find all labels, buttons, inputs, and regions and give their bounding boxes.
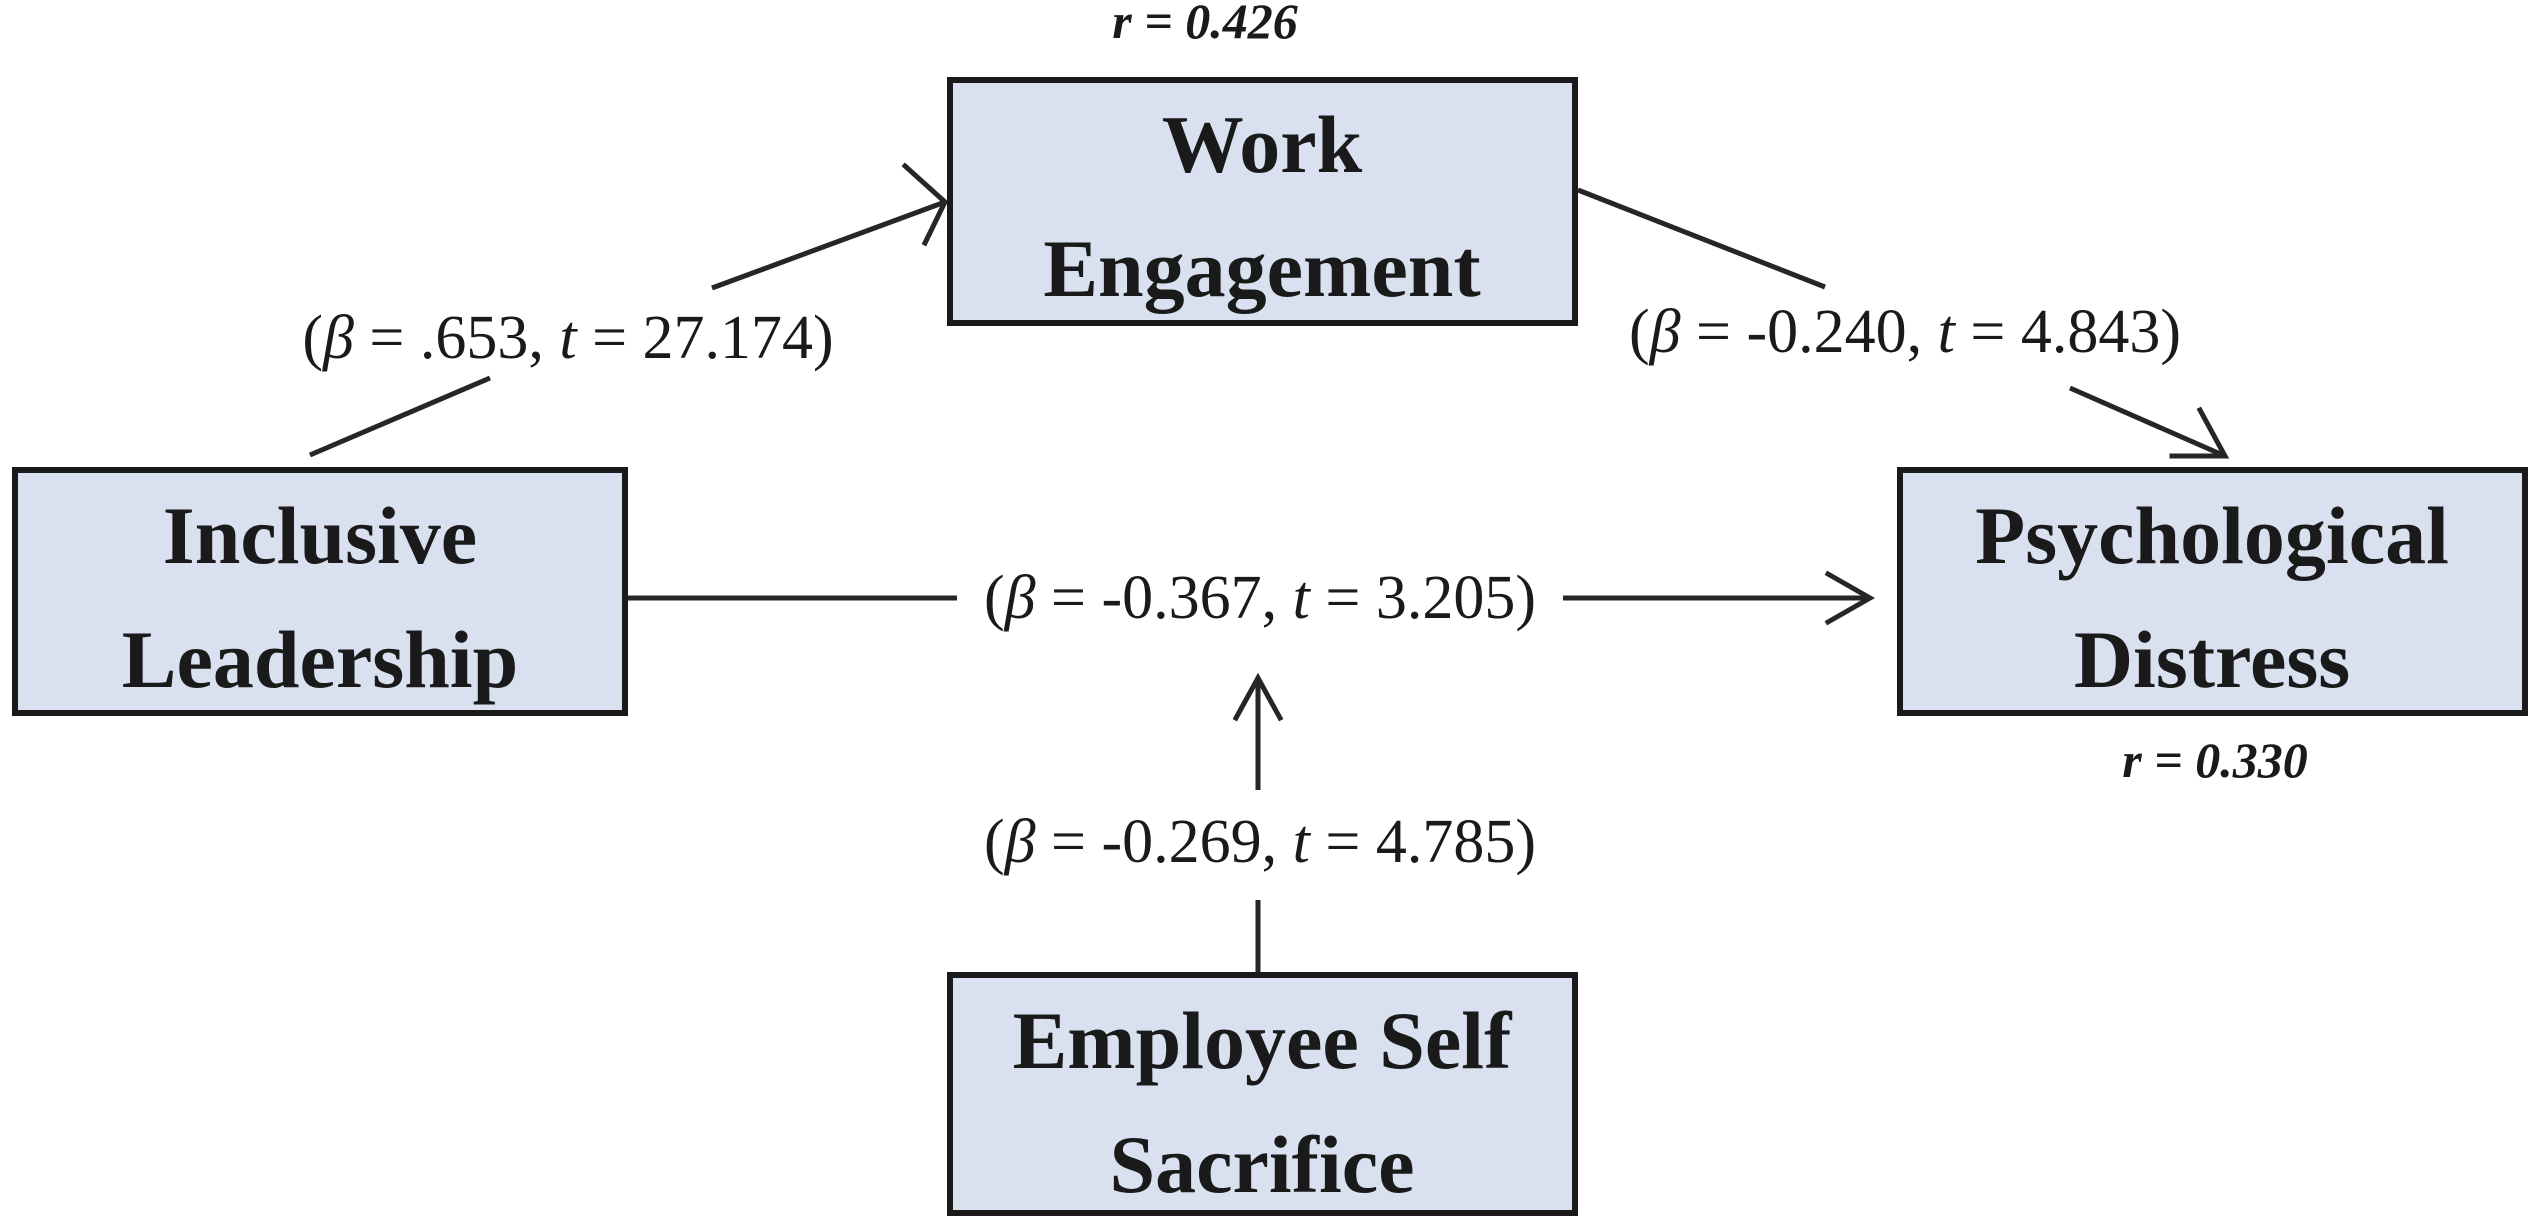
edge-ess-moderation: [1232, 672, 1284, 974]
paren-open: (: [984, 564, 1005, 632]
beta-symbol: β: [1649, 298, 1681, 366]
node-psychological-distress: Psychological Distress: [1897, 467, 2528, 716]
node-label-line1: Work: [1162, 99, 1363, 190]
t-value: = 3.205): [1310, 564, 1536, 632]
node-label-line1: Inclusive: [163, 490, 477, 581]
beta-value: = -0.367,: [1036, 564, 1293, 632]
t-symbol: t: [1938, 298, 1957, 366]
t-value: = 4.843): [1955, 298, 2181, 366]
node-box-psychological-distress: [1897, 467, 2528, 716]
edge-il-to-we: [309, 162, 949, 458]
node-label-line2: Engagement: [1043, 223, 1480, 314]
path-label-il-to-we: (β = .653, t = 27.174): [302, 304, 833, 372]
edge-we-to-pd: [1577, 187, 2230, 459]
node-label-line1: Psychological: [1975, 490, 2449, 581]
arrowhead-il-to-pd: [1824, 570, 1876, 626]
node-box-inclusive-leadership: [12, 467, 628, 716]
path-label-il-to-pd: (β = -0.367, t = 3.205): [984, 564, 1536, 632]
t-value: = 4.785): [1310, 808, 1536, 876]
paren-open: (: [1629, 298, 1650, 366]
beta-value: = -0.240,: [1681, 298, 1938, 366]
node-label-line1: Employee Self: [1013, 995, 1513, 1086]
arrowhead-we-to-pd: [2169, 406, 2230, 459]
node-inclusive-leadership: Inclusive Leadership: [12, 467, 628, 716]
node-label-line2: Distress: [2074, 614, 2350, 705]
node-box-employee-self-sacrifice: [947, 972, 1578, 1216]
paren-open: (: [984, 808, 1005, 876]
beta-symbol: β: [1004, 808, 1036, 876]
arrowhead-il-to-we: [901, 162, 949, 247]
node-label-line2: Leadership: [122, 614, 518, 705]
beta-symbol: β: [1004, 564, 1036, 632]
edge-il-to-pd: [628, 570, 1876, 626]
path-label-we-to-pd: (β = -0.240, t = 4.843): [1629, 298, 2181, 366]
paren-open: (: [302, 304, 323, 372]
node-work-engagement: Work Engagement: [947, 77, 1578, 326]
beta-value: = .653,: [354, 304, 559, 372]
path-label-ess-moderation: (β = -0.269, t = 4.785): [984, 808, 1536, 876]
beta-symbol: β: [322, 304, 354, 372]
t-symbol: t: [1293, 808, 1312, 876]
node-employee-self-sacrifice: Employee Self Sacrifice: [947, 972, 1578, 1216]
t-symbol: t: [1293, 564, 1312, 632]
t-value: = 27.174): [577, 304, 834, 372]
node-label-line2: Sacrifice: [1109, 1119, 1414, 1210]
t-symbol: t: [559, 304, 578, 372]
beta-value: = -0.269,: [1036, 808, 1293, 876]
r-value-work-engagement: r = 0.426: [1112, 0, 1297, 49]
r-value-psychological-distress: r = 0.330: [2122, 732, 2307, 788]
node-box-work-engagement: [947, 77, 1578, 326]
arrowhead-ess-moderation: [1232, 672, 1284, 722]
